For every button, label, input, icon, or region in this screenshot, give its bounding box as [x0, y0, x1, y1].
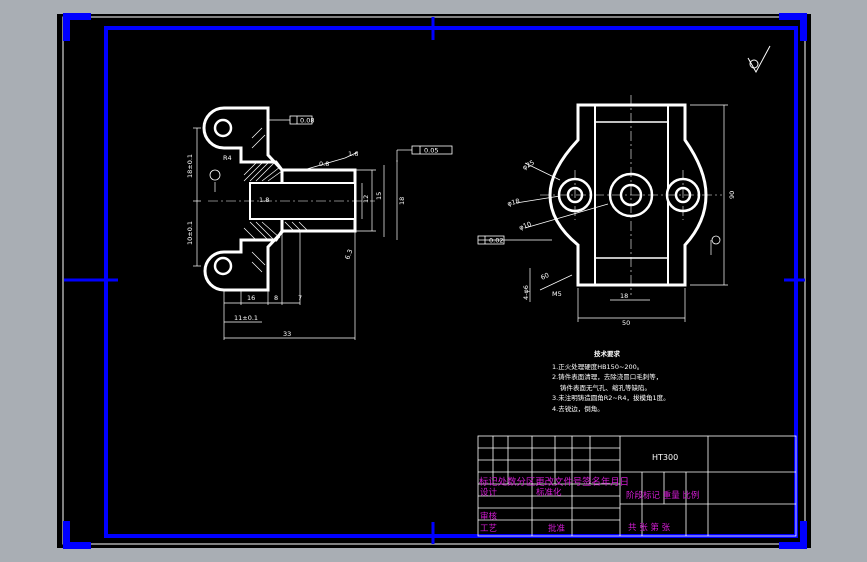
dim-d22: φ18 [506, 197, 520, 208]
left-dimension-texts: 0.08 0.05 1.6 0.8 R4 18±0.1 10±0.1 1.8 1… [186, 117, 438, 339]
left-view [193, 106, 453, 340]
note-line-2: 2.铸件表面清理，去除浇冒口毛刺等， [552, 373, 663, 381]
standardize-label: 标准化 [536, 488, 562, 498]
left-dimension-lines [193, 119, 412, 340]
note-line-1: 1.正火处理硬度HB150~200。 [552, 362, 644, 371]
dim-d10: 18 [398, 197, 406, 205]
dim-d3: 1.6 [348, 150, 358, 158]
dim-d13: 8 [274, 294, 278, 302]
sheet-label: 共 张 第 张 [628, 523, 671, 533]
corner-marks [63, 13, 807, 549]
dim-d15: 11±0.1 [234, 314, 258, 322]
dim-d18: 90 [728, 191, 736, 199]
dim-d9: 15 [375, 192, 383, 200]
dim-d11: 12 [362, 195, 370, 203]
dim-d12: 16 [247, 294, 255, 302]
dim-d19: 50 [622, 319, 630, 327]
dim-d7: 10±0.1 [186, 221, 194, 245]
lug-hole-top [213, 118, 233, 138]
dim-d17: 6.3 [343, 248, 354, 260]
technical-requirements: 技术要求 1.正火处理硬度HB150~200。 2.铸件表面清理，去除浇冒口毛刺… [552, 349, 702, 414]
dim-d8: 1.8 [259, 196, 269, 204]
right-dimension-lines [478, 104, 728, 322]
roughness-symbol [747, 45, 771, 74]
right-dimension-texts: 90 50 18 φ25 φ18 φ10 0.02 M5 60 4-φ6 [489, 159, 736, 327]
note-line-4: 3.未注明铸造圆角R2~R4，拔模角1度。 [552, 394, 670, 402]
review-label: 审核 [480, 512, 498, 522]
designer-label: 设计 [480, 488, 498, 498]
dim-d23: φ10 [518, 220, 533, 232]
right-tolerance [477, 235, 721, 245]
blue-frame [64, 17, 805, 544]
dim-d14: 7 [298, 294, 302, 302]
material-label: HT300 [652, 453, 679, 462]
right-view [477, 95, 728, 322]
approve-label: 批准 [548, 524, 566, 534]
dim-d20: 18 [620, 292, 628, 300]
dim-d25: M5 [552, 290, 562, 298]
dim-d26: 60 [539, 271, 550, 282]
dim-d5: R4 [223, 154, 232, 162]
dim-d6: 18±0.1 [186, 154, 194, 178]
dim-d27: 4-φ6 [522, 285, 530, 300]
note-line-3: 铸件表面无气孔、缩孔等缺陷。 [560, 383, 651, 392]
left-view-outline [202, 106, 357, 292]
revision-row: 标记处数分区更改文件号签名年月日 [479, 477, 630, 488]
tolerance-frames [209, 115, 453, 181]
right-center-lines [540, 95, 722, 295]
drawing-sheet [57, 14, 811, 548]
notes-title: 技术要求 [594, 350, 620, 358]
dim-d16: 33 [283, 330, 291, 338]
process-label: 工艺 [480, 524, 498, 534]
lug-hole-bottom [213, 256, 233, 276]
dim-d1: 0.08 [300, 117, 314, 125]
stage-mark-label: 阶段标记 重量 比例 [626, 491, 700, 501]
dim-d2: 0.05 [424, 147, 438, 155]
title-block-grid [477, 435, 797, 537]
dim-d24: 0.02 [489, 237, 503, 245]
note-line-5: 4.去锐边，倒角。 [552, 404, 604, 413]
section-hatch [243, 127, 309, 273]
dim-d4: 0.8 [319, 160, 329, 168]
